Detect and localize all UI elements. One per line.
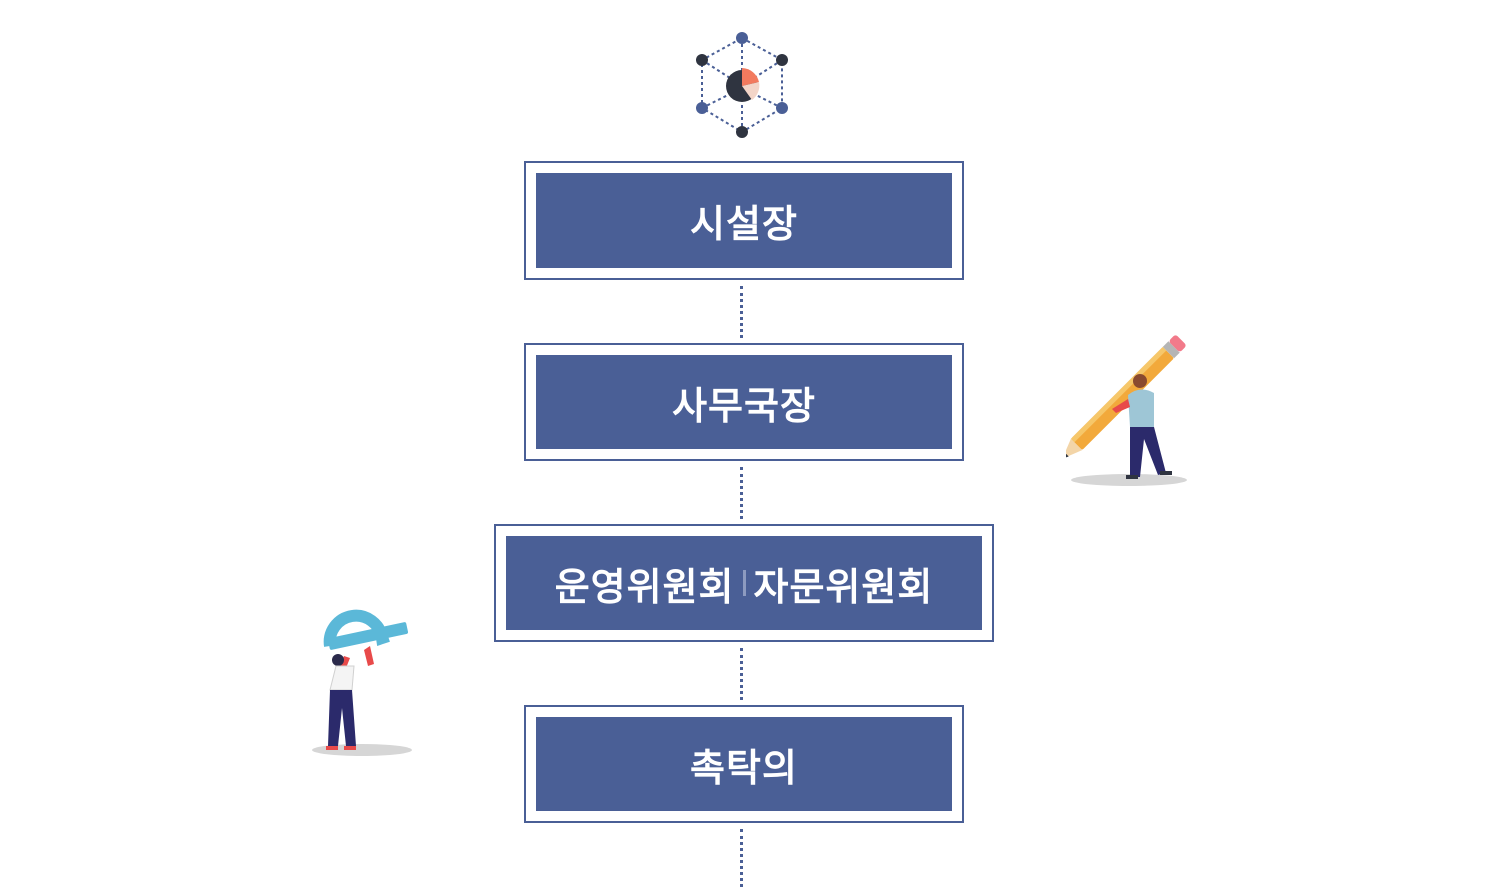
person-carrying-pencil-illustration — [1066, 335, 1187, 486]
separator — [742, 570, 746, 596]
advisory-committee-label: 자문위원회 — [753, 564, 934, 609]
person-holding-protractor-illustration — [312, 609, 412, 756]
connector-line — [740, 467, 743, 519]
org-box-secretary-general-label: 사무국장 — [536, 355, 952, 449]
org-box-facility-director-label: 시설장 — [536, 173, 952, 268]
org-box-facility-director: 시설장 — [524, 161, 964, 280]
operating-committee-label: 운영위원회 — [554, 564, 735, 609]
org-box-secretary-general: 사무국장 — [524, 343, 964, 461]
connector-line — [740, 829, 743, 887]
network-hexagon-pie-icon — [696, 32, 788, 138]
connector-line — [740, 648, 743, 700]
connector-line — [740, 286, 743, 338]
org-box-committees: 운영위원회 자문위원회 — [494, 524, 994, 642]
org-box-committees-label: 운영위원회 자문위원회 — [506, 536, 982, 630]
org-box-commissioned-doctor: 촉탁의 — [524, 705, 964, 823]
org-box-commissioned-doctor-label: 촉탁의 — [536, 717, 952, 811]
